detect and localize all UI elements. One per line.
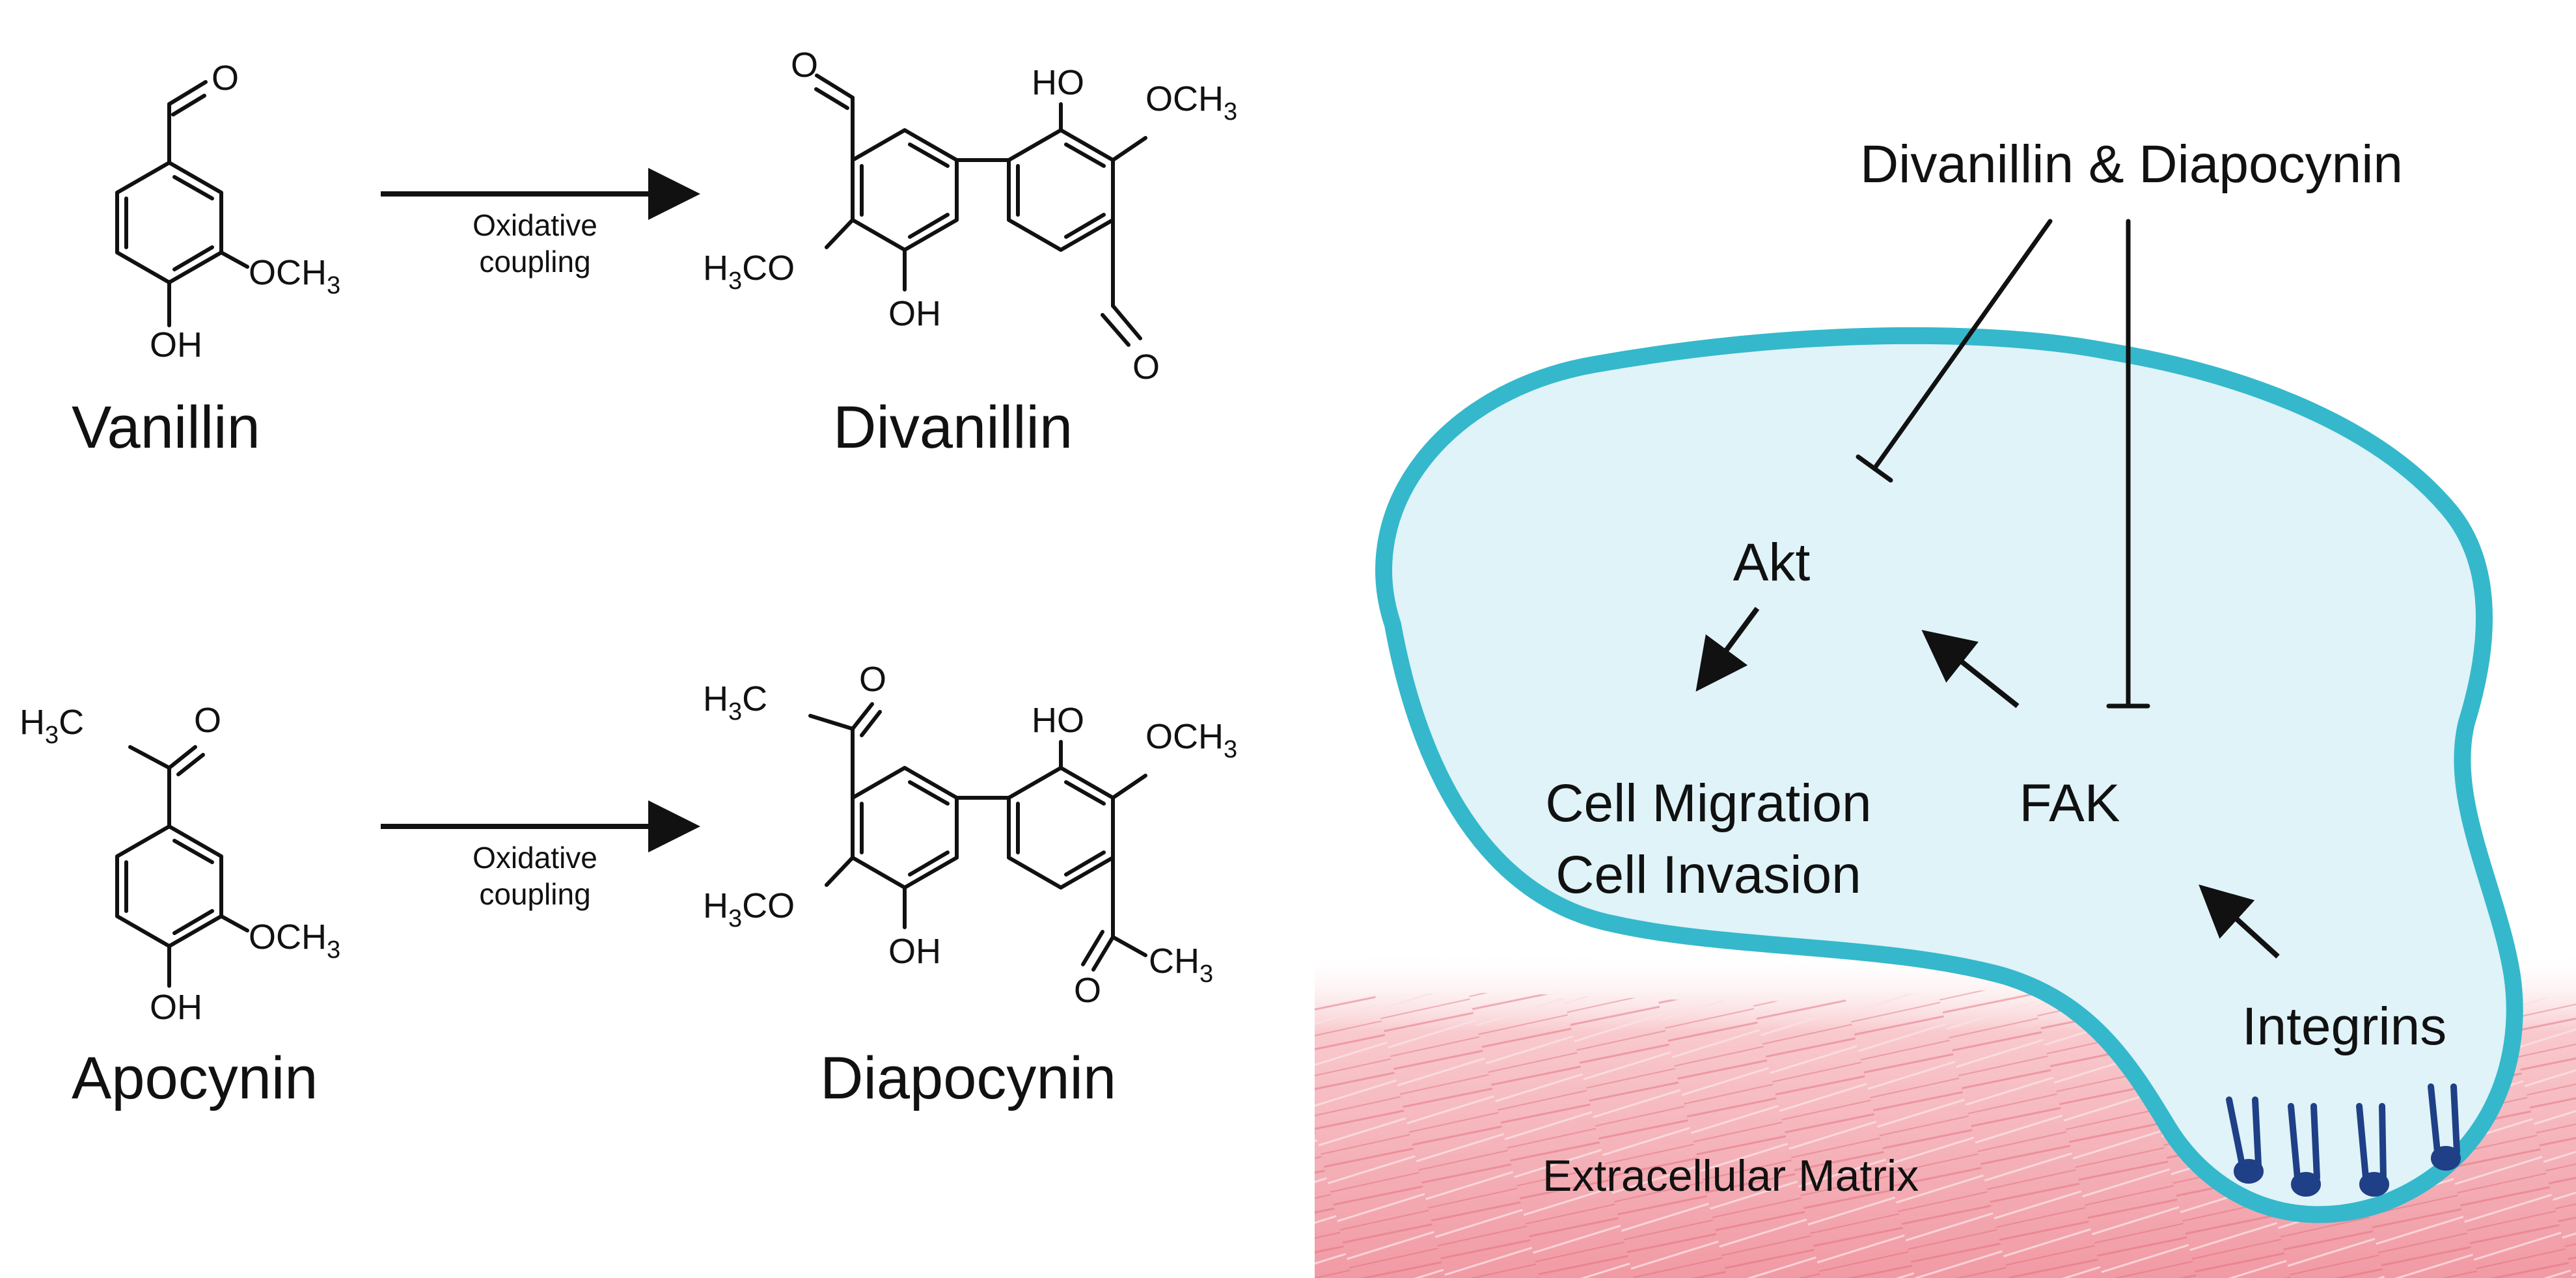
- apocynin-oh: OH: [150, 988, 202, 1027]
- diapocynin-ketone-o-top: O: [859, 660, 886, 699]
- arrow-fak-to-akt: [1921, 630, 2020, 709]
- inhibition-akt-line: [1872, 219, 2053, 471]
- integrin-receptor-1: [2226, 1096, 2264, 1184]
- divanillin-structure: O HO OCH3 H3CO OH O: [703, 46, 1237, 387]
- outcome-cell-invasion: Cell Invasion: [1555, 845, 1861, 904]
- diapocynin-h3co: H3CO: [703, 886, 795, 932]
- vanillin-structure: O OCH3 OH: [115, 59, 340, 364]
- divanillin-h3co: H3CO: [703, 249, 795, 295]
- divanillin-aldehyde-o-top: O: [791, 46, 818, 85]
- arrow-2-label-line1: Oxidative: [473, 841, 597, 875]
- diapocynin-ch3: CH3: [1149, 942, 1213, 988]
- vanillin-label: Vanillin: [72, 394, 260, 461]
- integrin-receptors: [2226, 1083, 2461, 1197]
- diapocynin-oh: OH: [888, 932, 941, 971]
- divanillin-oh: OH: [888, 294, 941, 333]
- arrow-akt-to-migration: [1695, 606, 1760, 692]
- apocynin-h3c: H3C: [20, 703, 84, 749]
- arrow-2-label-line2: coupling: [479, 877, 590, 911]
- divanillin-label: Divanillin: [833, 394, 1073, 461]
- arrow-integrins-to-fak: [2199, 884, 2280, 958]
- node-akt: Akt: [1733, 533, 1811, 592]
- diapocynin-ho: HO: [1032, 701, 1084, 740]
- extracellular-matrix-label: Extracellular Matrix: [1542, 1151, 1919, 1201]
- vanillin-aldehyde-o: O: [212, 59, 239, 98]
- vanillin-oh: OH: [150, 325, 202, 364]
- divanillin-aldehyde-o-bottom: O: [1132, 347, 1160, 387]
- inhibitor-label: Divanillin & Diapocynin: [1860, 135, 2403, 194]
- divanillin-och3: OCH3: [1145, 79, 1237, 126]
- diapocynin-h3c: H3C: [703, 679, 767, 726]
- inhibition-akt-bar: [1856, 454, 1893, 483]
- arrow-1-label-line2: coupling: [479, 245, 590, 279]
- diapocynin-structure: H3C O HO OCH3 H3CO OH O CH3: [703, 660, 1237, 1010]
- apocynin-label: Apocynin: [72, 1045, 318, 1111]
- arrow-1-label-line1: Oxidative: [473, 208, 597, 242]
- cell-body: [1375, 327, 2523, 1223]
- divanillin-ho: HO: [1032, 63, 1084, 102]
- inhibition-arrows: [1856, 219, 2150, 709]
- apocynin-structure: H3C O OCH3 OH: [20, 701, 340, 1027]
- apocynin-och3: OCH3: [249, 918, 340, 964]
- integrin-receptor-3: [2356, 1103, 2389, 1197]
- integrin-receptor-2: [2288, 1103, 2321, 1197]
- apocynin-ketone-o: O: [194, 701, 221, 740]
- diapocynin-ketone-o-bottom: O: [1074, 971, 1101, 1010]
- vanillin-och3: OCH3: [249, 253, 340, 299]
- diapocynin-och3: OCH3: [1145, 717, 1237, 763]
- diapocynin-label: Diapocynin: [820, 1045, 1116, 1111]
- node-fak: FAK: [2020, 774, 2120, 833]
- node-integrins: Integrins: [2242, 997, 2447, 1056]
- activation-arrows: [1695, 606, 2280, 958]
- outcome-cell-migration: Cell Migration: [1545, 774, 1871, 833]
- integrin-receptor-4: [2428, 1083, 2461, 1171]
